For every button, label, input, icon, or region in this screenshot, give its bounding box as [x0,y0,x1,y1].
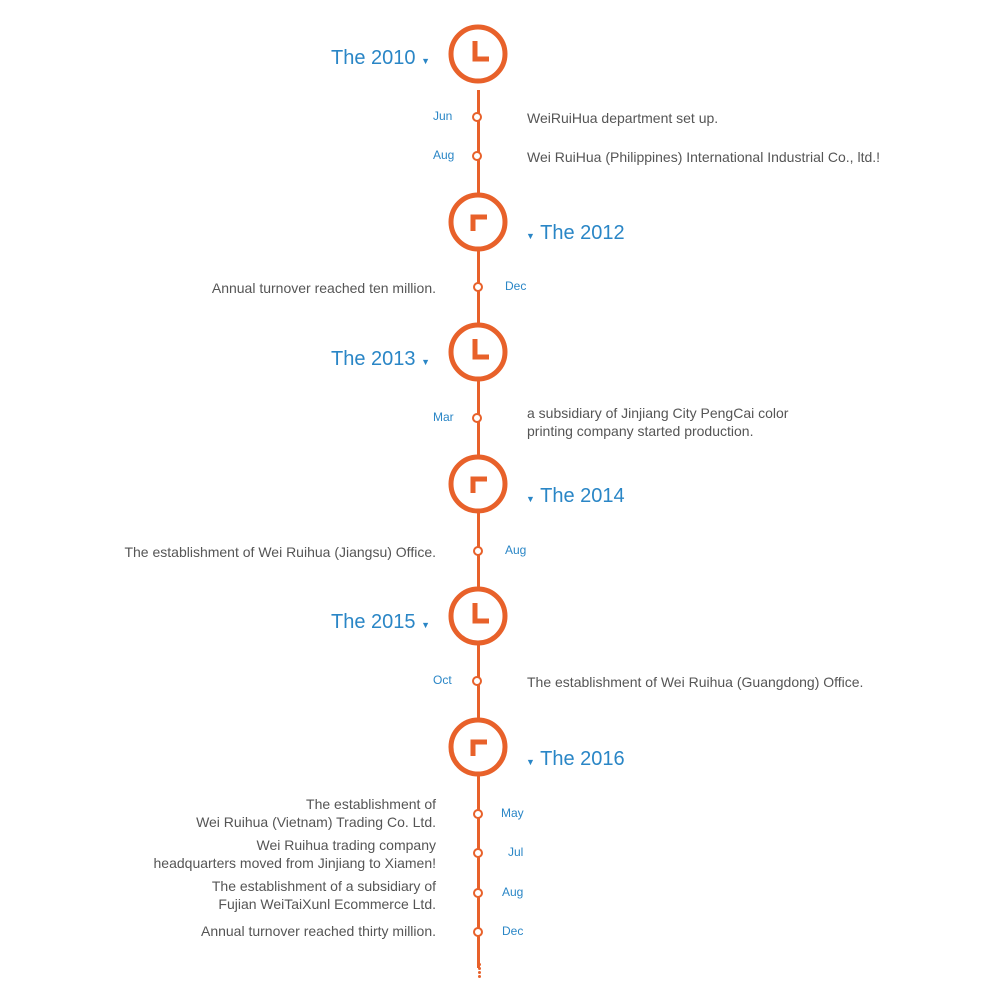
event-month: Jul [508,845,524,859]
event-month: Mar [433,410,454,424]
timeline-node [473,809,483,819]
event-month: Jun [433,109,453,123]
clock-icon-2016 [448,717,508,777]
year-label-2016: ▼ The 2016 [526,748,625,770]
timeline-node [473,888,483,898]
caret-down-icon: ▼ [526,231,535,241]
event-description: The establishment of Wei Ruihua (Vietnam… [196,796,436,830]
clock-icon-2013 [448,322,508,382]
event-month: Dec [502,924,524,938]
event-description: The establishment of Wei Ruihua (Guangdo… [527,674,864,690]
event-description: Annual turnover reached thirty million. [200,923,436,939]
timeline-node [472,413,482,423]
timeline-node [472,112,482,122]
timeline-node [472,151,482,161]
year-label-2010: The 2010 ▼ [331,47,430,69]
timeline-node [473,282,483,292]
event-description: a subsidiary of Jinjiang City PengCai co… [527,405,789,439]
timeline-node [473,546,483,556]
clock-icon-2012 [448,192,508,252]
event-month: May [501,806,524,820]
caret-down-icon: ▼ [421,56,430,66]
event-description: Annual turnover reached ten million. [211,280,436,296]
year-label-2014: ▼ The 2014 [526,485,625,507]
timeline-spine [477,90,480,968]
year-label-2015: The 2015 ▼ [331,611,430,633]
caret-down-icon: ▼ [526,757,535,767]
clock-icon-2015 [448,586,508,646]
caret-down-icon: ▼ [421,357,430,367]
year-label-2013: The 2013 ▼ [331,348,430,370]
event-description: WeiRuiHua department set up. [527,110,719,126]
event-description: The establishment of a subsidiary of Fuj… [211,878,436,912]
event-description: Wei RuiHua (Philippines) International I… [527,149,881,165]
year-label-2012: ▼ The 2012 [526,222,625,244]
event-month: Aug [505,543,527,557]
event-month: Oct [433,673,452,687]
clock-icon-2010 [448,24,508,84]
event-month: Dec [505,279,527,293]
event-month: Aug [502,885,524,899]
caret-down-icon: ▼ [421,620,430,630]
timeline-continuation-dots [476,963,482,979]
clock-icon-2014 [448,454,508,514]
timeline-node [473,927,483,937]
caret-down-icon: ▼ [526,494,535,504]
timeline-node [472,676,482,686]
event-month: Aug [433,148,455,162]
event-description: Wei Ruihua trading company headquarters … [153,837,436,871]
event-description: The establishment of Wei Ruihua (Jiangsu… [124,544,436,560]
timeline-node [473,848,483,858]
